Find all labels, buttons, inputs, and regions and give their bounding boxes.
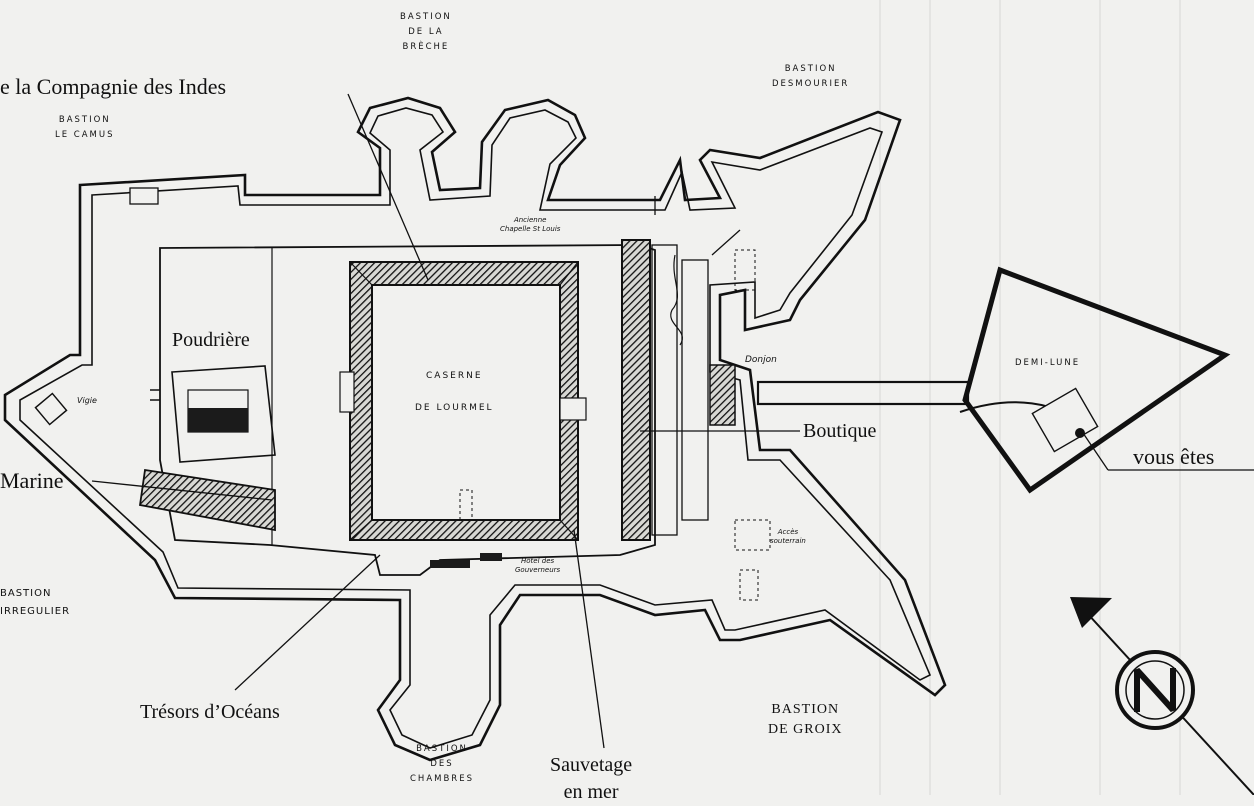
scribble-mark: [670, 254, 683, 346]
bastion-desmourier-line-1: BASTION: [784, 64, 837, 74]
bastion-breche-line-3: BRÈCHE: [402, 41, 450, 52]
tresors-label: Trésors d’Océans: [140, 701, 280, 723]
bastion-chambres-line-2: DES: [430, 758, 454, 769]
annex-building-2: [681, 259, 709, 521]
hotel-wall-2: [480, 553, 502, 561]
chapelle-label: Ancienne Chapelle St Louis: [500, 216, 560, 234]
caserne-label: CASERNE DE LOURMEL: [415, 360, 494, 425]
annex-building: [651, 244, 678, 536]
vous-etes-label: vous êtes: [1133, 444, 1215, 469]
caserne-building: [339, 261, 587, 541]
bastion-groix-line-1: BASTION: [771, 702, 840, 717]
north-arrow-icon: [1070, 597, 1254, 795]
bastion-breche-label: BASTION DE LA BRÈCHE: [400, 10, 452, 55]
sauvetage-line-1: Sauvetage: [550, 754, 633, 776]
compagnie-label: e la Compagnie des Indes: [0, 74, 227, 99]
background-texture: [879, 0, 1181, 795]
hotel-wall: [430, 560, 470, 568]
bastion-le-camus-line-2: LE CAMUS: [55, 129, 115, 140]
boutique-label: Boutique: [803, 420, 877, 442]
sauvetage-label: Sauvetage en mer: [550, 752, 632, 806]
east-building: [621, 239, 651, 541]
sauvetage-line-2: en mer: [563, 781, 619, 803]
vigie-label: Vigie: [77, 396, 97, 405]
bastion-breche-line-1: BASTION: [400, 12, 452, 22]
vigie-passage: [150, 389, 160, 401]
bastion-chambres-label: BASTION DES CHAMBRES: [410, 742, 474, 787]
bastion-groix-label: BASTION DE GROIX: [768, 700, 843, 741]
bastion-desmourier-line-2: DESMOURIER: [772, 78, 850, 89]
vigie-tower: [34, 392, 68, 426]
hotel-line-1: Hôtel des: [521, 557, 555, 565]
bastion-groix-line-2: DE GROIX: [768, 722, 843, 738]
caserne-line-1: CASERNE: [426, 371, 483, 381]
demi-lune: [756, 266, 1231, 494]
marine-label: Marine: [0, 468, 64, 493]
hotel-label: Hôtel des Gouverneurs: [515, 557, 560, 575]
outer-rampart: [3, 96, 947, 762]
acces-line-2: souterrain: [770, 536, 806, 545]
souterrain-stair: [739, 569, 759, 601]
acces-label: Accès souterrain: [770, 528, 806, 546]
donjon-label: Donjon: [745, 355, 777, 365]
poudriere-label: Poudrière: [172, 329, 250, 351]
le-camus-emplacement: [129, 187, 159, 205]
marine-building: [138, 468, 276, 532]
chapelle-line-2: Chapelle St Louis: [500, 224, 561, 233]
donjon-building: [709, 364, 736, 426]
dashed-structure: [734, 249, 756, 291]
bastion-le-camus-line-1: BASTION: [58, 115, 111, 125]
bastion-chambres-line-3: CHAMBRES: [410, 773, 474, 784]
bastion-desmourier-label: BASTION DESMOURIER: [772, 62, 849, 92]
souterrain-structure: [734, 519, 771, 551]
bastion-chambres-line-1: BASTION: [416, 744, 468, 754]
hotel-line-2: Gouverneurs: [515, 565, 561, 574]
inner-enclosure: [159, 244, 656, 576]
bastion-irregulier-line-2: IRREGULIER: [0, 605, 71, 617]
bastion-le-camus-label: BASTION LE CAMUS: [55, 113, 115, 143]
bastion-breche-line-2: DE LA: [408, 26, 444, 37]
bastion-irregulier-label: BASTION IRREGULIER: [0, 585, 70, 620]
demi-lune-label: DEMI-LUNE: [1015, 358, 1081, 368]
bastion-irregulier-line-1: BASTION: [0, 588, 52, 599]
caserne-line-2: DE LOURMEL: [415, 403, 494, 414]
acces-line-1: Accès: [777, 528, 799, 536]
you-are-here-marker: [1075, 428, 1085, 438]
chapelle-line-1: Ancienne: [513, 216, 547, 224]
poudriere-building: [171, 365, 276, 463]
leader-lines: [91, 93, 1254, 749]
